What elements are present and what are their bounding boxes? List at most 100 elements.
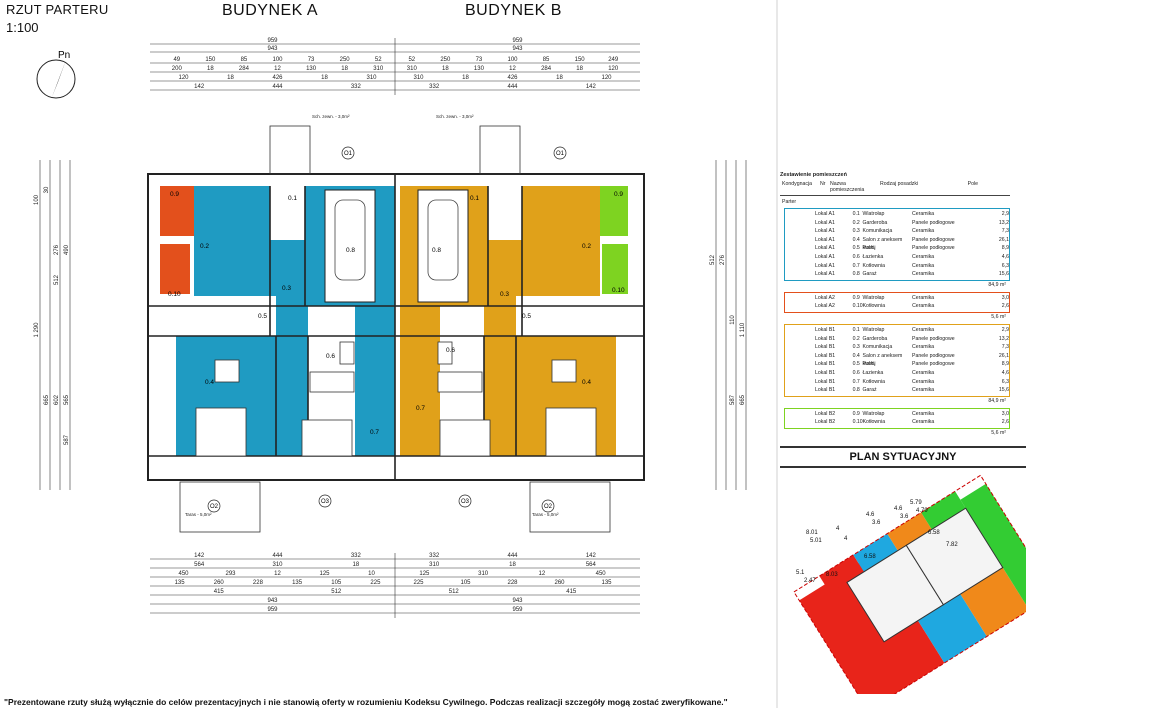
site-plot-red xyxy=(799,552,945,694)
legend-cell: Lokal B1 xyxy=(815,369,836,376)
dim-label: 49 xyxy=(173,57,180,63)
dim-label: 110 xyxy=(730,315,736,325)
legend-cell: 26,1 xyxy=(998,352,1009,359)
legend-cell: Lokal B1 xyxy=(815,326,836,333)
room-number-b1: 0.6 xyxy=(446,347,455,354)
dim-label: 125 xyxy=(419,571,430,577)
dim-label: 18 xyxy=(509,562,516,568)
dim-label: 943 xyxy=(512,46,523,52)
legend-cell: Salon z aneksem kuch. xyxy=(862,352,903,368)
legend-group-sum: 5,6 m² xyxy=(991,313,1006,320)
lokal-a2-area-2 xyxy=(160,244,190,294)
site-boundary xyxy=(793,474,1026,694)
dim-label: 12 xyxy=(539,571,546,577)
legend-cell: 8,9 xyxy=(1001,245,1009,252)
dim-label: 100 xyxy=(272,57,283,63)
dim-label: 665 xyxy=(44,394,50,405)
dim-label: 135 xyxy=(601,580,612,586)
legend-cell: 0.1 xyxy=(852,211,860,217)
dim-label: 142 xyxy=(586,553,597,559)
dim-label: 18 xyxy=(227,75,234,81)
legend-cell: 0.7 xyxy=(852,262,860,269)
legend-cell: Lokal A1 xyxy=(815,262,835,269)
terrace-note: Sch. zewn. - 3,0m² xyxy=(436,114,474,119)
legend-group-sum: 84,9 m² xyxy=(988,281,1006,288)
room-number-a1: 0.3 xyxy=(282,285,291,292)
site-dim-label: 3.6 xyxy=(900,514,909,520)
legend-cell: Ceramika xyxy=(911,378,935,385)
dimension-lines-bottom xyxy=(150,553,640,618)
axis-mark-circle xyxy=(341,146,355,160)
legend-cell: 2,9 xyxy=(1001,326,1009,333)
terrace-note: Sch. zewn. - 3,0m² xyxy=(312,114,350,119)
legend-cell: 2,6 xyxy=(1001,419,1009,426)
legend-cell: Panele podłogowe xyxy=(911,236,955,243)
dim-label: 310 xyxy=(429,562,440,568)
legend-cell: Łazienka xyxy=(862,253,884,260)
site-dim-label: 6.58 xyxy=(928,530,940,536)
dim-label: 130 xyxy=(474,66,485,72)
plan-title: RZUT PARTERU xyxy=(6,2,109,17)
legend-cell: Lokal A1 xyxy=(815,236,835,243)
axis-mark-label: O2 xyxy=(210,504,219,510)
dim-label: 512 xyxy=(331,589,342,595)
site-dim-label: 4.79 xyxy=(916,508,928,514)
dim-label: 18 xyxy=(321,75,328,81)
dim-label: 260 xyxy=(554,580,565,586)
terraces xyxy=(179,125,611,533)
site-dim-label: 4 xyxy=(844,536,848,542)
site-dim-label: 8.03 xyxy=(826,572,838,578)
lokal-b2-area-2 xyxy=(602,244,628,294)
dim-label: 310 xyxy=(413,75,424,81)
legend-cell: Lokal A1 xyxy=(815,228,835,235)
legend-cell: 4,6 xyxy=(1001,369,1009,376)
room-number-b1: 0.8 xyxy=(432,247,441,254)
col-nazwa: Nazwa pomieszczenia xyxy=(830,181,865,193)
bathroom-b xyxy=(437,341,491,457)
dim-label: 1 110 xyxy=(740,322,746,337)
legend-cell: 7,3 xyxy=(1001,228,1009,235)
dim-label: 587 xyxy=(730,394,736,405)
legend-cell: Ceramika xyxy=(911,211,935,217)
dim-label: 73 xyxy=(308,57,315,63)
axis-mark-label: O2 xyxy=(544,504,553,510)
dim-label: 444 xyxy=(507,84,518,90)
axis-mark-label: O1 xyxy=(344,151,353,157)
site-dim-label: 5.1 xyxy=(796,570,805,576)
legend-cell: 13,2 xyxy=(998,219,1009,226)
legend-cell: Lokal A1 xyxy=(815,245,835,252)
dim-label: 490 xyxy=(64,244,70,255)
legend-cell: Ceramika xyxy=(911,344,935,351)
legend-cell: Lokal A1 xyxy=(815,211,835,217)
dim-label: 12 xyxy=(274,571,281,577)
axis-mark-circle xyxy=(207,499,221,513)
legend-cell: Kotłownia xyxy=(862,262,886,269)
dim-label: 943 xyxy=(512,598,523,604)
legend-cell: Ceramika xyxy=(911,253,935,260)
dim-label: 310 xyxy=(478,571,489,577)
room-number-a1: 0.8 xyxy=(346,247,355,254)
dim-label: 943 xyxy=(267,46,278,52)
site-dim-label: 5.01 xyxy=(810,538,822,544)
room-number-a1: 0.5 xyxy=(258,313,267,320)
dim-label: 225 xyxy=(413,580,424,586)
dim-label: 276 xyxy=(720,254,726,265)
dim-label: 12 xyxy=(274,66,281,72)
legend-cell: 0.3 xyxy=(852,228,860,235)
legend-cell: 7,3 xyxy=(1001,344,1009,351)
site-plot-blue xyxy=(917,594,987,663)
legend-cell: Lokal A1 xyxy=(815,271,835,278)
dim-label: 293 xyxy=(225,571,236,577)
legend-cell: Wiatrołap xyxy=(862,410,885,417)
legend-cell: Ceramika xyxy=(911,410,935,417)
room-schedule: Zestawienie pomieszczeń Kondygnacja Nr N… xyxy=(780,172,1010,438)
dim-label: 444 xyxy=(272,84,283,90)
